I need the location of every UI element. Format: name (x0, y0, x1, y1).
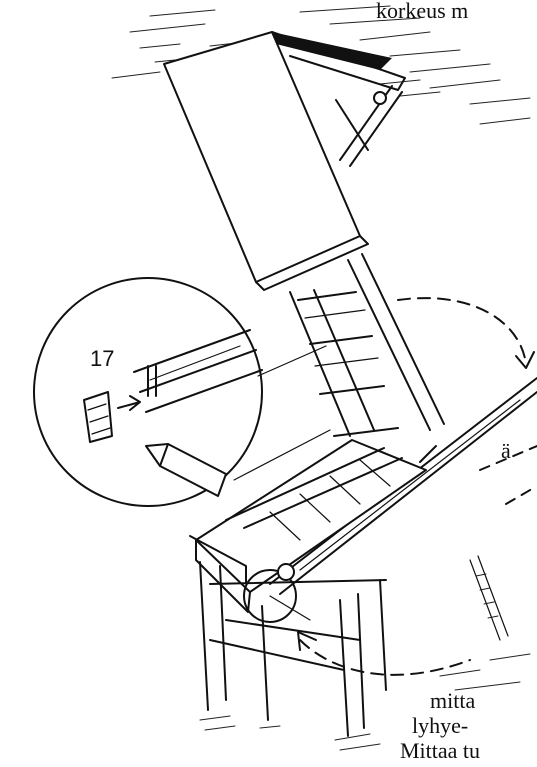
stool (199, 561, 387, 751)
detail-magnifier (33, 277, 331, 507)
bottom-label-line-3: Mittaa tu (400, 738, 481, 763)
swing-arrows (297, 297, 537, 676)
detail-callout-number: 17 (90, 346, 115, 371)
upper-ladder-section (289, 253, 445, 437)
bottom-label-line-2: lyhye- (412, 713, 469, 738)
top-right-label: korkeus m (376, 0, 469, 23)
pivot-hinge (243, 563, 311, 623)
measuring-tape (439, 555, 531, 691)
hatch-door (163, 31, 369, 291)
bottom-label-line-1: mitta (430, 688, 476, 713)
lower-ladder-section (189, 439, 427, 613)
ceiling-frame (271, 31, 406, 167)
middle-right-label: ä (501, 438, 511, 463)
